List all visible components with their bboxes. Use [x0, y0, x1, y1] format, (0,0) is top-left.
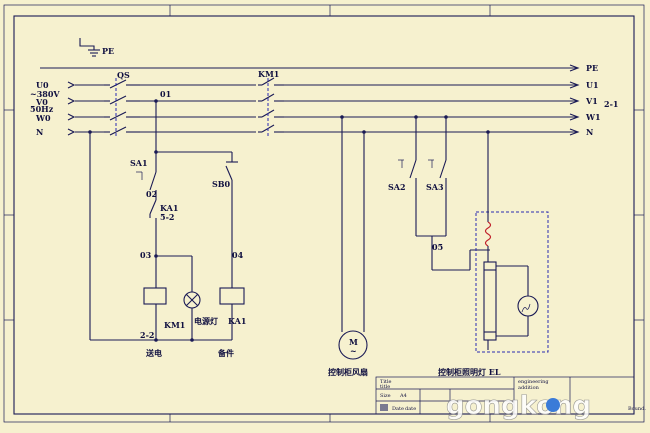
- zone-ticks: [4, 5, 644, 422]
- fan-circuit: [338, 115, 368, 360]
- label-ka1-ref: 5-2: [160, 212, 174, 222]
- label-voltage: ~380V: [30, 89, 60, 99]
- tb-doc-line2: addition: [518, 385, 540, 391]
- label-sb0: SB0: [212, 179, 231, 189]
- label-ka1-coil: KA1: [228, 316, 246, 326]
- outer-frame: [3, 4, 645, 423]
- tb-date-label: Date: [392, 406, 404, 412]
- watermark-text: gongkong: [446, 391, 591, 421]
- label-km1-top: KM1: [258, 69, 279, 79]
- label-ref-2-1: 2-1: [604, 99, 618, 109]
- label-n-right: N: [586, 127, 593, 137]
- label-power: 送电: [145, 348, 162, 358]
- label-node-01: 01: [160, 89, 171, 99]
- watermark-suffix: Bound.: [628, 406, 646, 412]
- tb-date-value: date: [405, 406, 416, 412]
- label-lamp: 电源灯: [194, 316, 218, 326]
- tb-title-label: Title: [380, 379, 392, 385]
- tb-size-label: Size: [380, 393, 391, 399]
- label-pe-top: PE: [102, 46, 114, 56]
- pe-ground-symbol: [79, 38, 100, 57]
- km1-main-contacts: [256, 77, 284, 138]
- label-u1: U1: [586, 80, 599, 90]
- label-w1: W1: [585, 112, 601, 122]
- label-sa1: SA1: [130, 158, 148, 168]
- label-sa2: SA2: [388, 182, 406, 192]
- label-qs: QS: [117, 70, 130, 80]
- label-standby: 备件: [217, 348, 234, 358]
- title-block: Title title Size A4 Date date engineerin…: [375, 376, 635, 415]
- watermark: gongkong: [446, 391, 592, 422]
- label-freq: 50Hz: [30, 104, 54, 114]
- inner-frame: [13, 15, 635, 415]
- bus-lines: [40, 64, 580, 136]
- label-pe-right: PE: [586, 63, 598, 73]
- label-node-05: 05: [432, 242, 443, 252]
- qs-breaker: [104, 78, 140, 138]
- label-node-03: 03: [140, 250, 152, 260]
- label-light-caption: 控制柜照明灯 EL: [438, 367, 501, 377]
- label-node-04: 04: [232, 250, 244, 260]
- label-u0: U0: [36, 80, 49, 90]
- motor-m-label: M: [349, 337, 358, 347]
- label-ref-2-2: 2-2: [140, 330, 154, 340]
- label-fan-caption: 控制柜风扇: [328, 367, 368, 377]
- label-ka1: KA1: [160, 203, 178, 213]
- label-node-02: 02: [146, 189, 157, 199]
- label-sa3: SA3: [426, 182, 444, 192]
- tb-size-value: A4: [399, 393, 407, 399]
- label-km1-coil: KM1: [164, 320, 185, 330]
- watermark-dot: [546, 398, 560, 412]
- motor-tilde: ~: [350, 346, 357, 356]
- label-v0: V0: [35, 97, 48, 107]
- control-circuit: [88, 99, 245, 342]
- lighting-switches: [398, 115, 490, 271]
- fluorescent-lamp: [475, 130, 549, 353]
- tb-title-value: title: [380, 384, 390, 390]
- label-n-left: N: [36, 127, 43, 137]
- tb-doc-line1: engineering: [518, 379, 549, 385]
- label-v1: V1: [585, 96, 598, 106]
- label-w0: W0: [35, 113, 51, 123]
